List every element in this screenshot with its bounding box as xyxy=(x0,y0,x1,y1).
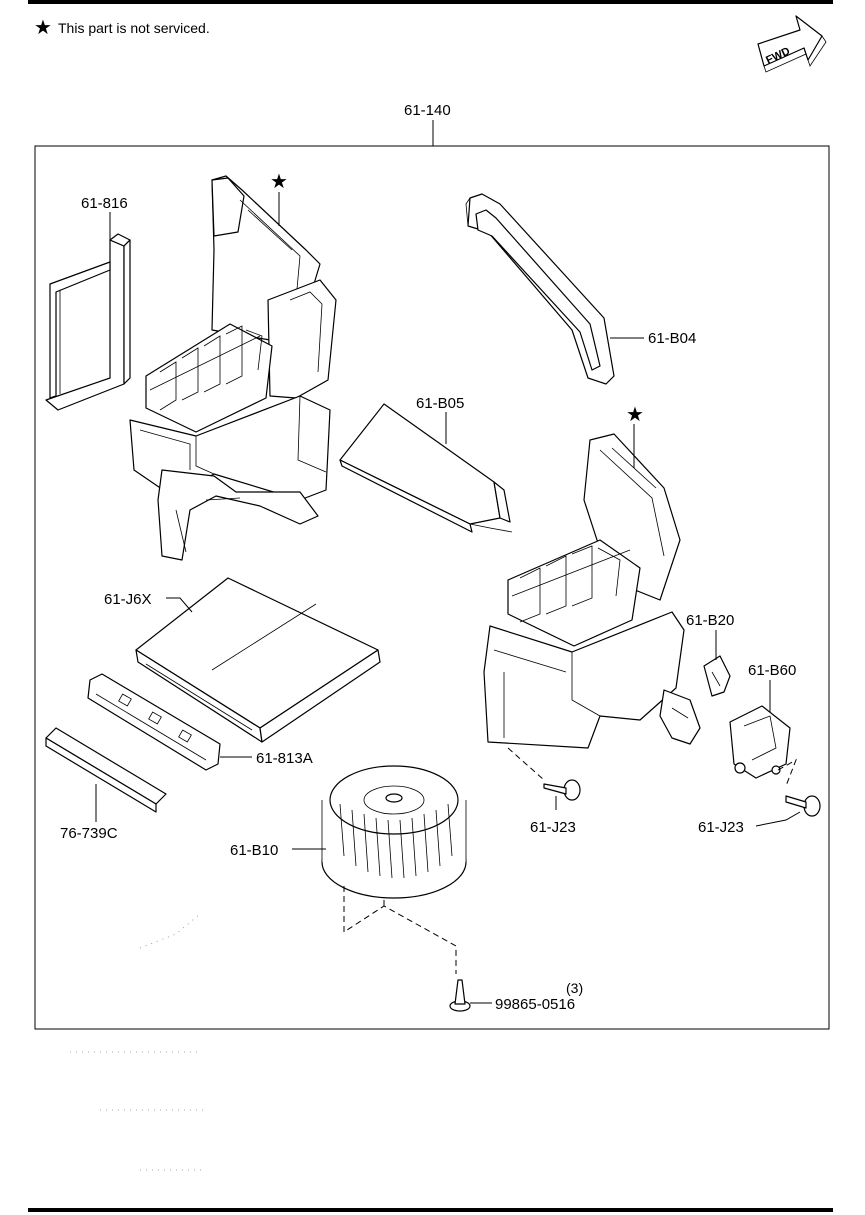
star-left-icon: ★ xyxy=(270,171,288,193)
assembly-frame xyxy=(34,145,830,1030)
note-text: This part is not serviced. xyxy=(58,20,210,36)
label-61-816: 61-816 xyxy=(81,195,128,212)
label-61-B20: 61-B20 xyxy=(686,612,734,629)
blower-case-upper-left xyxy=(129,175,337,561)
seal-61-816 xyxy=(45,233,131,411)
frame-61-813A xyxy=(87,673,221,771)
label-qty: (3) xyxy=(566,980,583,996)
clip-61-B20 xyxy=(703,655,731,697)
blower-motor-61-B10 xyxy=(321,765,467,899)
screw-61-J23-right-icon xyxy=(785,795,821,817)
filter-61-J6X xyxy=(135,577,381,743)
panel-61-B05 xyxy=(339,403,513,533)
note-star-icon: ★ xyxy=(34,17,52,39)
screw-99865-0516-icon xyxy=(449,979,471,1012)
screw-61-J23-center-icon xyxy=(543,779,581,801)
leader-61-J6X xyxy=(166,597,193,613)
faint-dotted-marks xyxy=(70,913,206,1171)
label-61-B04: 61-B04 xyxy=(648,330,696,347)
label-61-B60: 61-B60 xyxy=(748,662,796,679)
label-61-B10: 61-B10 xyxy=(230,842,278,859)
actuator-dash xyxy=(777,758,797,787)
label-61-813A: 61-813A xyxy=(256,750,313,767)
label-99865-0516: 99865-0516 xyxy=(495,996,575,1013)
label-61-J23-right: 61-J23 xyxy=(698,819,744,836)
label-61-B05: 61-B05 xyxy=(416,395,464,412)
blower-case-right xyxy=(483,433,701,749)
star-right-icon: ★ xyxy=(626,404,644,426)
actuator-61-B60 xyxy=(729,705,791,779)
label-61-J23-center: 61-J23 xyxy=(530,819,576,836)
label-61-J6X: 61-J6X xyxy=(104,591,152,608)
screw-center-dash xyxy=(507,747,545,781)
foam-76-739C xyxy=(45,727,167,813)
bottom-rule xyxy=(28,1208,833,1212)
motor-screw-dash xyxy=(343,886,457,974)
leader-61-J23-right xyxy=(755,811,801,827)
fwd-arrow-icon: FWD xyxy=(757,15,827,73)
assembly-label: 61-140 xyxy=(404,102,451,119)
label-76-739C: 76-739C xyxy=(60,825,118,842)
gasket-61-B04 xyxy=(465,193,615,385)
top-rule xyxy=(28,0,833,4)
